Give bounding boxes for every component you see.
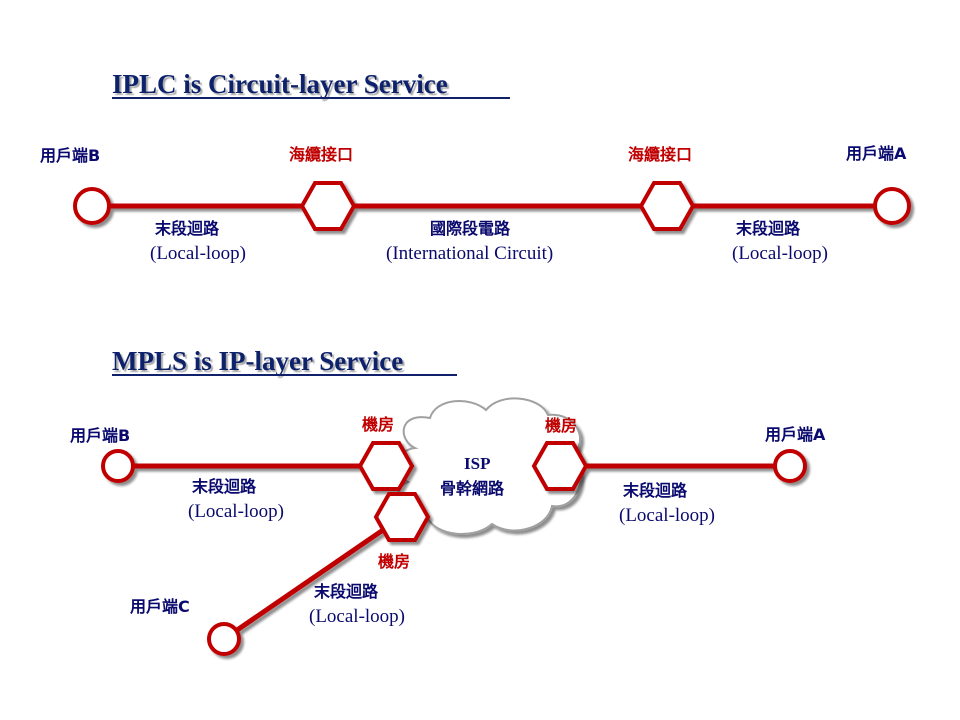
mpls-seg-right-en: (Local-loop) bbox=[619, 505, 715, 526]
mpls-customer-b-node bbox=[101, 449, 135, 483]
mpls-customer-a-node bbox=[773, 449, 807, 483]
mpls-pop-right-hexagon bbox=[531, 441, 589, 491]
iplc-cable-interface-right-label: 海纜接口 bbox=[628, 145, 692, 164]
mpls-link-bottom bbox=[222, 514, 404, 642]
iplc-cable-interface-right-hexagon bbox=[638, 181, 696, 231]
mpls-customer-a-label: 用戶端A bbox=[765, 425, 826, 444]
iplc-seg-mid-cn: 國際段電路 bbox=[430, 219, 511, 238]
iplc-seg-left-cn: 末段迴路 bbox=[155, 219, 220, 238]
iplc-cable-interface-left-label: 海纜接口 bbox=[289, 145, 353, 164]
mpls-seg-left-cn: 末段迴路 bbox=[192, 477, 257, 496]
iplc-cable-interface-left-hexagon bbox=[299, 181, 357, 231]
iplc-customer-b-label: 用戶端B bbox=[40, 146, 100, 165]
iplc-seg-left-en: (Local-loop) bbox=[150, 243, 246, 264]
iplc-seg-right-cn: 末段迴路 bbox=[736, 219, 801, 238]
iplc-seg-mid-en: (International Circuit) bbox=[386, 243, 553, 264]
iplc-diagram: IPLC is Circuit-layer Service 用戶端B 用戶端A … bbox=[40, 69, 911, 264]
mpls-seg-left-en: (Local-loop) bbox=[188, 501, 284, 522]
mpls-customer-c-node bbox=[207, 622, 241, 656]
mpls-diagram: MPLS is IP-layer Service 機房 機房 機房 ISP 骨幹… bbox=[70, 346, 826, 656]
mpls-seg-right-cn: 末段迴路 bbox=[623, 481, 688, 500]
mpls-seg-bottom-cn: 末段迴路 bbox=[314, 582, 379, 601]
isp-cloud-label: ISP bbox=[464, 454, 490, 473]
iplc-seg-right-en: (Local-loop) bbox=[732, 243, 828, 264]
isp-cloud-sublabel: 骨幹網路 bbox=[440, 479, 505, 498]
mpls-pop-left-hexagon bbox=[357, 441, 415, 491]
mpls-title: MPLS is IP-layer Service bbox=[112, 346, 403, 376]
mpls-pop-bottom-hexagon bbox=[373, 492, 431, 542]
iplc-customer-a-label: 用戶端A bbox=[846, 144, 907, 163]
mpls-customer-c-label: 用戶端C bbox=[130, 597, 190, 616]
mpls-pop-right-label: 機房 bbox=[545, 416, 577, 435]
mpls-pop-bottom-label: 機房 bbox=[378, 552, 410, 571]
iplc-title: IPLC is Circuit-layer Service bbox=[112, 69, 448, 99]
iplc-customer-a-node bbox=[873, 187, 911, 225]
mpls-customer-b-label: 用戶端B bbox=[70, 426, 130, 445]
iplc-customer-b-node bbox=[73, 187, 111, 225]
mpls-pop-left-label: 機房 bbox=[362, 415, 394, 434]
mpls-seg-bottom-en: (Local-loop) bbox=[309, 606, 405, 627]
